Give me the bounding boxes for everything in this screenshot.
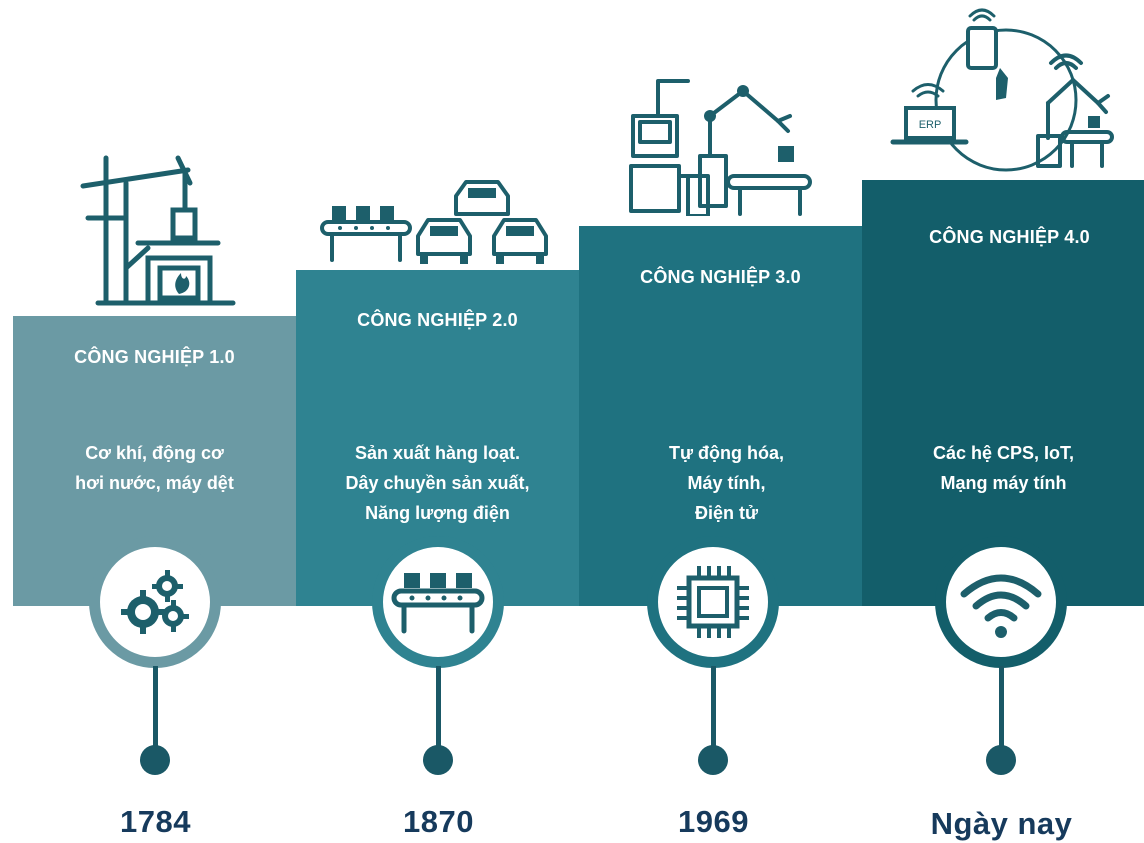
stage-1-icon-circle: [89, 536, 221, 668]
stage-1-description: Cơ khí, động cơ hơi nước, máy dệt: [13, 438, 296, 498]
stage-3-title: CÔNG NGHIỆP 3.0: [640, 267, 801, 287]
stage-4-icon-circle: [935, 536, 1067, 668]
stage-3-connector: [711, 666, 716, 750]
stage-3-desc-line: Điện tử: [694, 503, 759, 523]
stage-3-description: Tự động hóa, Máy tính, Điện tử: [585, 438, 868, 528]
stage-4-desc-line: Mạng máy tính: [940, 473, 1067, 493]
stage-2-desc-line: Năng lượng điện: [365, 503, 510, 523]
stage-2-title: CÔNG NGHIỆP 2.0: [357, 310, 518, 330]
stage-1-connector: [153, 666, 158, 750]
stage-1-dot: [140, 745, 170, 775]
robot-arm-illustration: [629, 79, 812, 216]
stage-2-connector: [436, 666, 441, 750]
stage-4-dot: [986, 745, 1016, 775]
stage-4-title: CÔNG NGHIỆP 4.0: [929, 227, 1090, 247]
stage-1-title: CÔNG NGHIỆP 1.0: [74, 347, 235, 367]
stage-2-year: 1870: [403, 804, 474, 839]
conveyor-icon: [391, 573, 485, 634]
iot-network-illustration: ERP: [890, 8, 1114, 172]
stage-2-desc-line: Sản xuất hàng loạt.: [354, 443, 521, 463]
stage-2-icon-circle: [372, 536, 504, 668]
stage-4-block: [862, 180, 1144, 606]
stage-3-icon-circle: [647, 536, 779, 668]
assembly-cars-illustration: [320, 180, 548, 264]
stage-3-year: 1969: [678, 804, 749, 839]
stage-4-year: Ngày nay: [930, 806, 1073, 841]
stage-2-desc-line: Dây chuyền sản xuất,: [345, 473, 530, 493]
gears-icon: [121, 570, 189, 634]
chip-icon: [677, 566, 749, 638]
stage-1-desc-line: Cơ khí, động cơ: [85, 443, 224, 463]
stage-1-desc-line: hơi nước, máy dệt: [75, 473, 234, 493]
erp-label: ERP: [919, 119, 942, 131]
stage-3-dot: [698, 745, 728, 775]
stage-3-desc-line: Máy tính,: [687, 473, 766, 493]
stage-3-desc-line: Tự động hóa,: [668, 443, 784, 463]
stage-4-connector: [999, 666, 1004, 750]
stage-1-year: 1784: [120, 804, 191, 839]
steam-engine-illustration: [80, 155, 236, 306]
stage-2-description: Sản xuất hàng loạt. Dây chuyền sản xuất,…: [296, 438, 579, 528]
stage-4-description: Các hệ CPS, IoT, Mạng máy tính: [862, 438, 1144, 498]
stage-2-dot: [423, 745, 453, 775]
stage-4-desc-line: Các hệ CPS, IoT,: [932, 443, 1075, 463]
wifi-icon: [960, 574, 1042, 638]
